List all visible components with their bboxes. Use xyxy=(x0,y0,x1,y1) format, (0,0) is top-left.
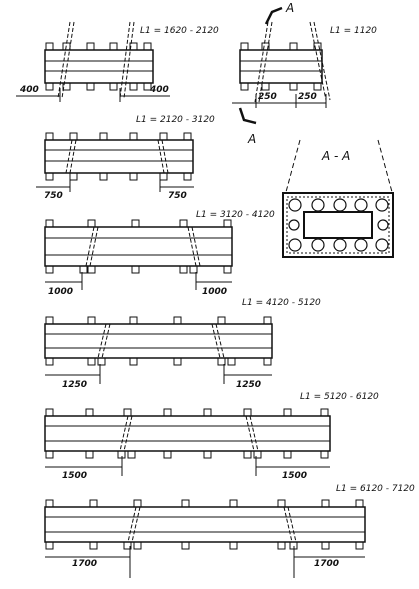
dimension-lines xyxy=(45,364,272,384)
beam-body xyxy=(44,226,233,267)
splice-joints xyxy=(97,323,225,359)
splice-joints xyxy=(127,506,297,543)
dimension-lines xyxy=(45,456,330,476)
dim-right-label: 1700 xyxy=(314,559,339,569)
beam-blocks xyxy=(45,219,232,274)
dimension-lines xyxy=(232,94,327,108)
length-range-label: L1 = 5120 - 6120 xyxy=(300,392,379,402)
section-hollow xyxy=(303,211,373,239)
section-title: A - A xyxy=(321,149,350,163)
beam-2: A A L1 = 1120 250 250 xyxy=(232,1,377,146)
dim-right-label: 750 xyxy=(168,191,187,201)
dimension-lines xyxy=(36,178,194,192)
dim-right-label: 400 xyxy=(149,85,169,95)
section-hatch xyxy=(286,196,390,254)
beam-4: L1 = 3120 - 4120 1000 1000 xyxy=(44,210,275,297)
splice-joints xyxy=(57,21,135,99)
dim-left-label: 1000 xyxy=(48,287,73,297)
splice-joints xyxy=(85,226,201,267)
dim-right-label: 1500 xyxy=(282,471,307,481)
section-cells xyxy=(288,198,389,252)
dim-left-label: 250 xyxy=(258,92,277,102)
splice-joints xyxy=(65,139,169,174)
beam-body xyxy=(44,506,366,543)
dim-left-label: 400 xyxy=(19,85,39,95)
dim-left-label: 1700 xyxy=(72,559,97,569)
beam-7: L1 = 6120 - 7120 1700 1700 xyxy=(44,484,415,578)
dim-left-label: 1500 xyxy=(62,471,87,481)
length-range-label: L1 = 2120 - 3120 xyxy=(136,115,215,125)
dim-left-label: 1250 xyxy=(62,380,87,390)
beam-6: L1 = 5120 - 6120 1500 1500 xyxy=(44,392,379,481)
dim-right-label: 1250 xyxy=(236,380,261,390)
length-range-label: L1 = 1620 - 2120 xyxy=(140,26,219,36)
beam-blocks xyxy=(45,316,272,366)
beam-blocks xyxy=(45,408,329,459)
dim-left-label: 750 xyxy=(44,191,63,201)
length-range-label: L1 = 4120 - 5120 xyxy=(242,298,321,308)
section-cut-marks xyxy=(238,6,283,125)
section-mark-bottom: A xyxy=(247,132,256,146)
beam-body xyxy=(44,139,194,174)
splice-joints xyxy=(119,415,259,452)
beam-1: L1 = 1620 - 2120 400 400 xyxy=(16,21,219,102)
splice-joints xyxy=(254,21,331,103)
length-range-label: L1 = 1120 xyxy=(330,26,377,36)
beam-5: L1 = 4120 - 5120 1250 1250 xyxy=(44,298,321,390)
beam-body xyxy=(44,323,273,359)
beam-3: L1 = 2120 - 3120 750 750 xyxy=(36,115,215,201)
dimension-lines xyxy=(45,272,232,290)
leader-line xyxy=(285,139,301,193)
leader-line xyxy=(377,139,393,193)
dimension-lines xyxy=(16,88,170,102)
length-range-label: L1 = 6120 - 7120 xyxy=(336,484,415,494)
beam-body xyxy=(44,49,154,84)
beam-blocks xyxy=(240,42,322,91)
section-a-a: A - A xyxy=(282,139,394,258)
beam-blocks xyxy=(45,132,192,181)
beam-body xyxy=(44,415,331,452)
length-range-label: L1 = 3120 - 4120 xyxy=(196,210,275,220)
beam-blocks xyxy=(45,499,364,550)
section-mark-top: A xyxy=(285,1,294,15)
dim-right-label: 1000 xyxy=(202,287,227,297)
dim-right-label: 250 xyxy=(298,92,317,102)
beam-body xyxy=(239,49,323,84)
dimension-lines xyxy=(45,546,365,578)
